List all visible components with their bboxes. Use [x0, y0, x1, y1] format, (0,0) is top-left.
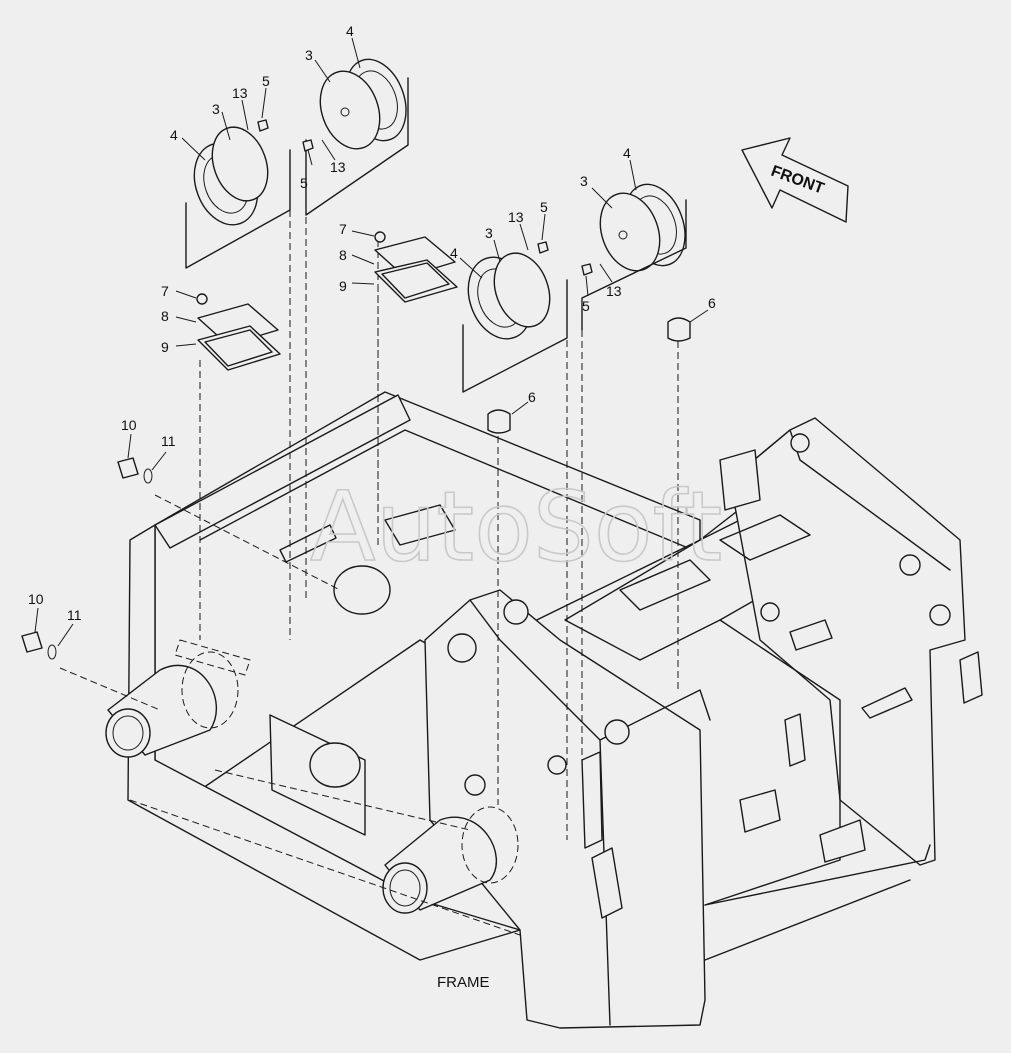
callout-label: 5 — [300, 175, 308, 191]
callout-label: 11 — [161, 433, 176, 449]
cover-group-4 — [581, 183, 687, 331]
caps-and-plugs — [21, 119, 691, 660]
cover-group-1 — [185, 126, 291, 269]
callout-label: 8 — [339, 247, 347, 263]
callout-label: 9 — [339, 278, 347, 294]
watermark: AutoSoft — [310, 471, 722, 583]
plate-group-center — [374, 231, 458, 303]
callout-label: 3 — [485, 225, 493, 241]
callout-label: 9 — [161, 339, 169, 355]
callout-label: 6 — [708, 295, 716, 311]
callout-label: 10 — [28, 591, 44, 607]
front-direction-arrow: FRONT — [741, 137, 849, 223]
callout-label: 11 — [67, 607, 82, 623]
frame-title: FRAME — [437, 974, 490, 991]
callout-label: 3 — [212, 101, 220, 117]
callout-label: 5 — [582, 298, 590, 314]
callout-label: 8 — [161, 308, 169, 324]
callout-label: 4 — [346, 23, 354, 39]
callouts: 3 4 5 13 3 4 5 13 3 4 5 13 3 4 5 13 7 8 … — [28, 23, 716, 623]
callout-label: 7 — [161, 283, 169, 299]
callout-label: 13 — [330, 159, 346, 175]
plate-group-left — [196, 293, 281, 371]
callout-label: 7 — [339, 221, 347, 237]
callout-label: 4 — [450, 245, 458, 261]
callout-label: 5 — [262, 73, 270, 89]
callout-label: 13 — [232, 85, 248, 101]
callout-label: 10 — [121, 417, 137, 433]
callout-label: 5 — [540, 199, 548, 215]
callout-label: 13 — [606, 283, 622, 299]
callout-label: 3 — [580, 173, 588, 189]
callout-label: 6 — [528, 389, 536, 405]
cover-group-2 — [305, 58, 409, 216]
callout-label: 3 — [305, 47, 313, 63]
cover-group-3 — [462, 252, 568, 393]
callout-label: 13 — [508, 209, 524, 225]
frame-body — [59, 140, 983, 1029]
leader-lines — [34, 37, 709, 647]
callout-label: 4 — [170, 127, 178, 143]
left-pivot-cone — [105, 651, 239, 758]
callout-label: 4 — [623, 145, 631, 161]
